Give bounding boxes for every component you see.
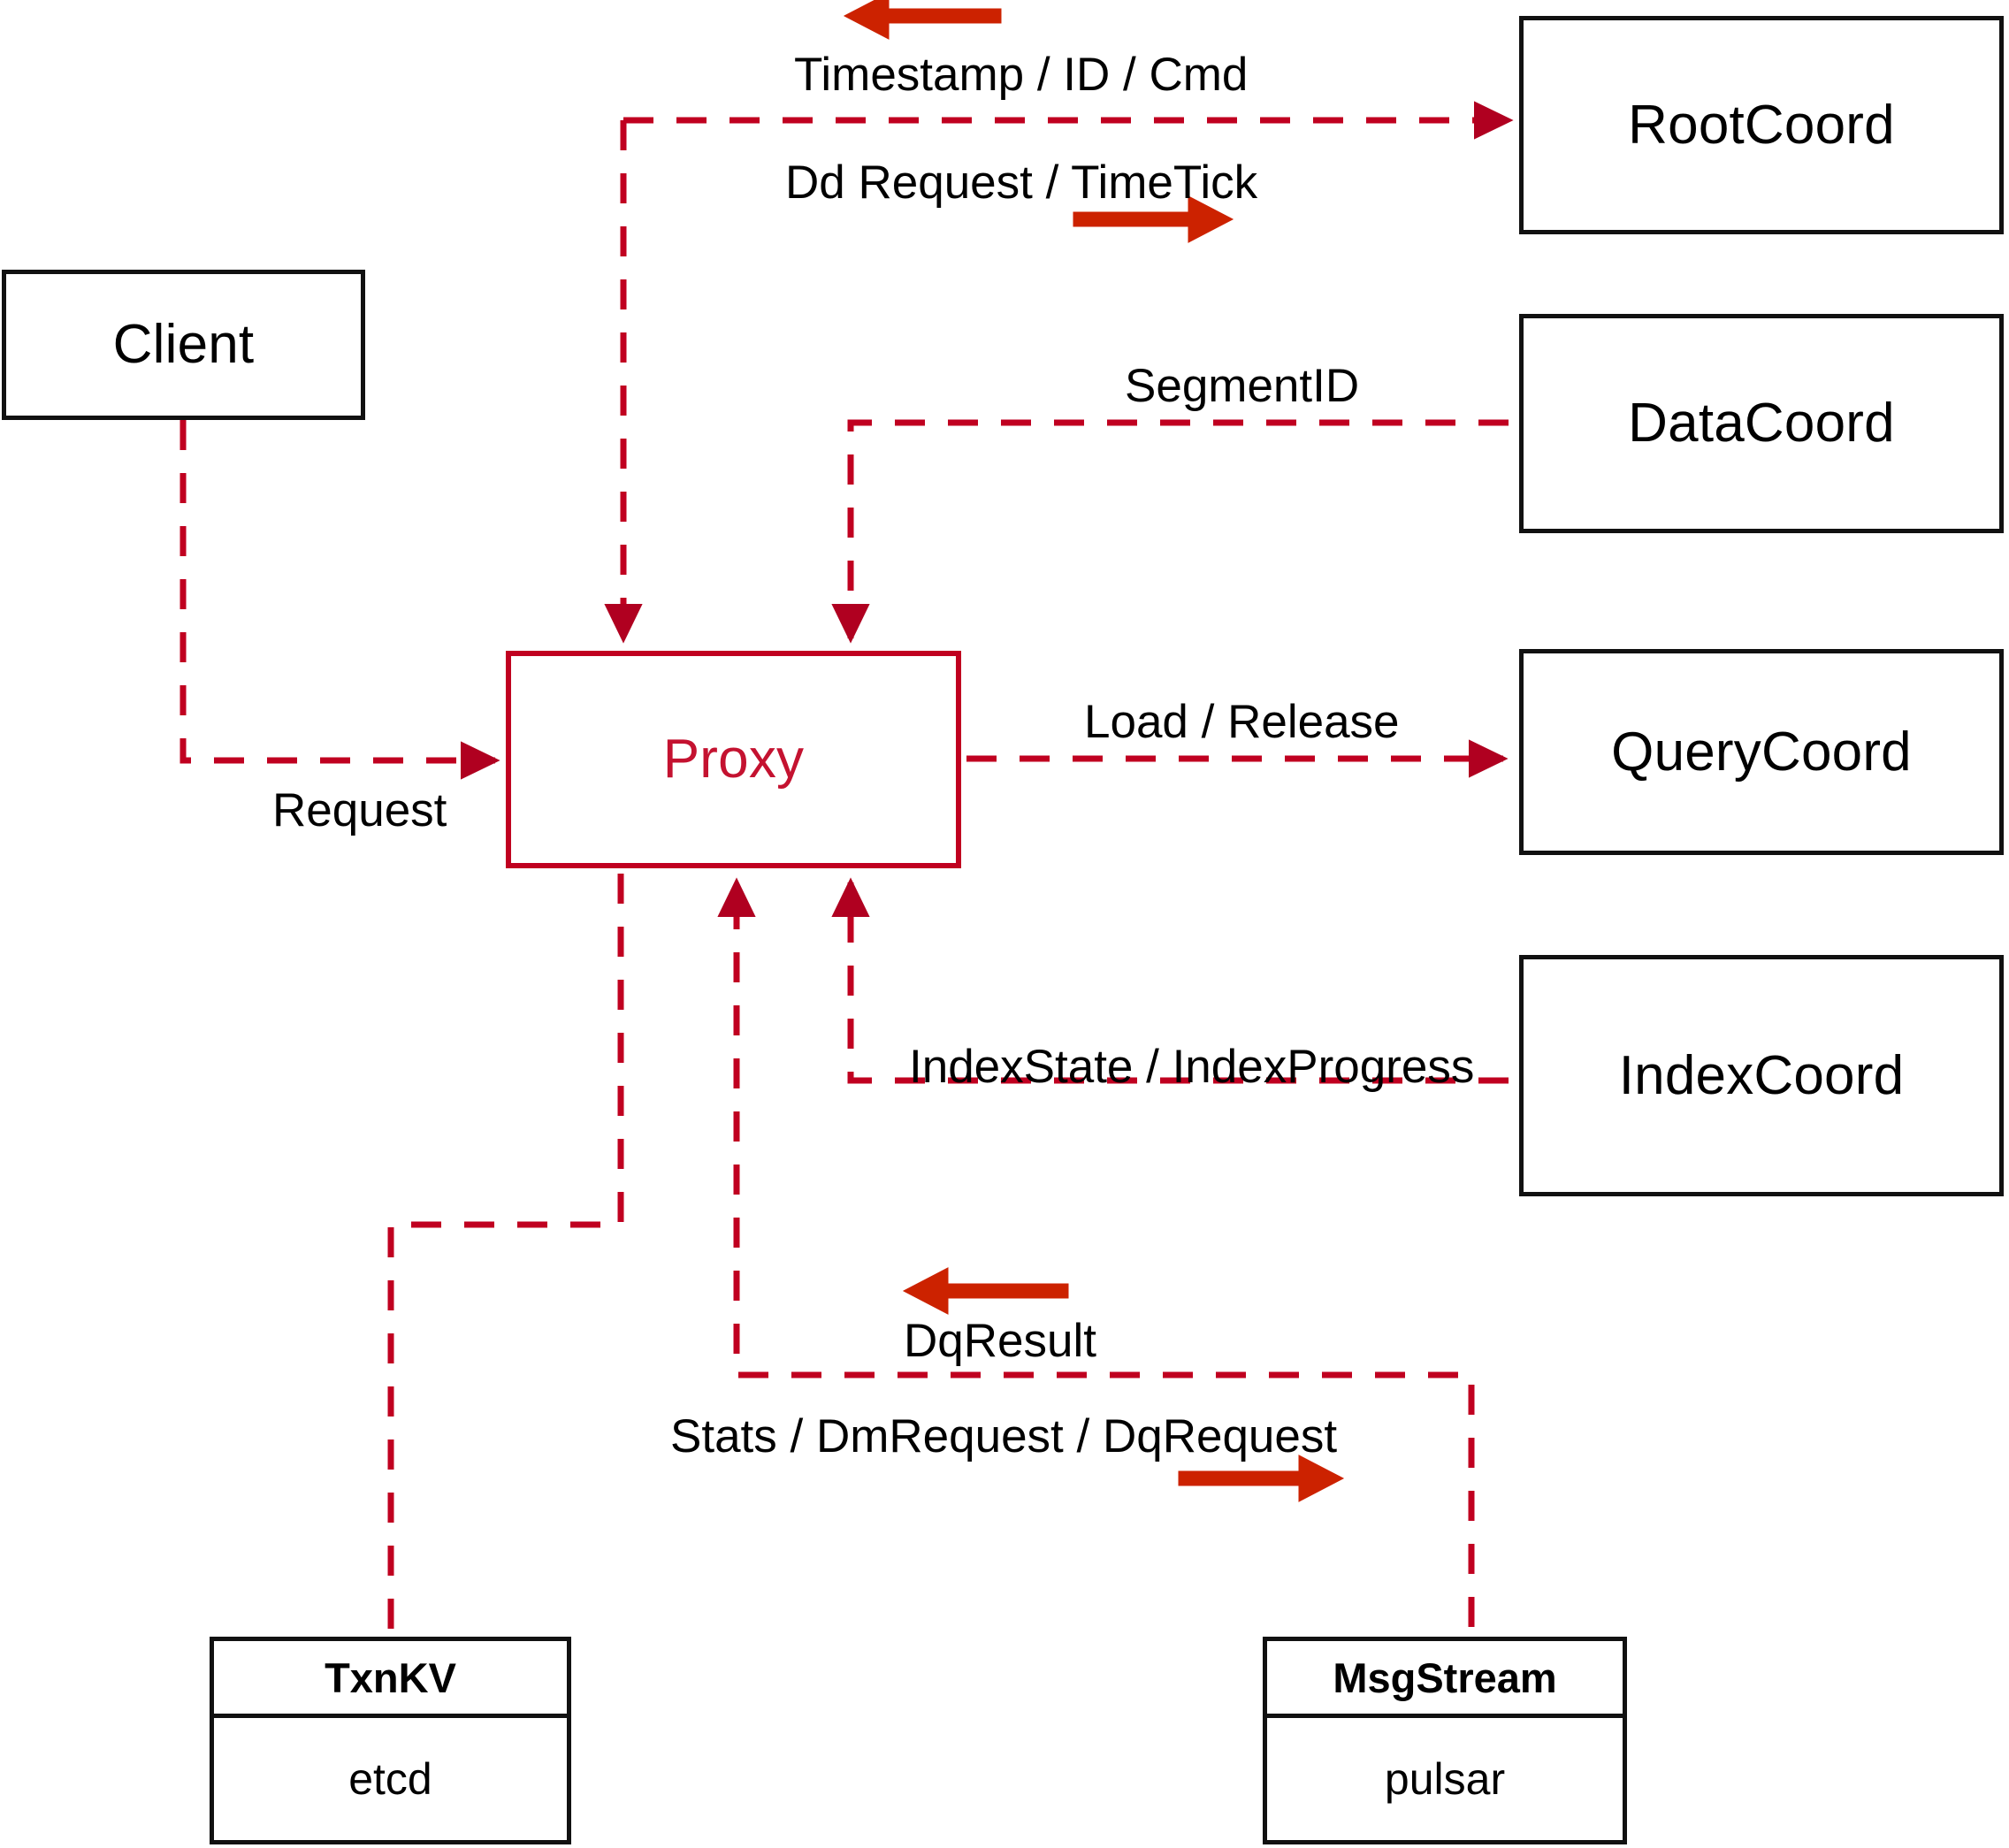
arrow-right-ddrequest bbox=[1073, 195, 1234, 243]
node-txnkv-body: etcd bbox=[348, 1754, 432, 1804]
node-client[interactable]: Client bbox=[2, 270, 365, 420]
node-proxy[interactable]: Proxy bbox=[506, 651, 961, 868]
arrow-right-dqrequest bbox=[1178, 1455, 1345, 1502]
edge-label-segmentid: SegmentID bbox=[1125, 360, 1360, 412]
node-client-label: Client bbox=[112, 314, 255, 375]
node-indexcoord[interactable]: IndexCoord bbox=[1519, 955, 2004, 1196]
arrow-left-timestamp bbox=[843, 0, 1002, 40]
node-querycoord-label: QueryCoord bbox=[1611, 721, 1912, 783]
node-datacoord[interactable]: DataCoord bbox=[1519, 314, 2004, 533]
edge-label-indexstate: IndexState / IndexProgress bbox=[909, 1041, 1475, 1093]
edge-datacoord-segmentid bbox=[831, 419, 1509, 644]
node-txnkv-header: TxnKV bbox=[214, 1641, 567, 1718]
edge-label-dqresult: DqResult bbox=[904, 1315, 1096, 1367]
node-msgstream-header: MsgStream bbox=[1267, 1641, 1623, 1718]
node-txnkv[interactable]: TxnKV etcd bbox=[210, 1637, 571, 1844]
edge-label-ddrequest: Dd Request / TimeTick bbox=[785, 157, 1258, 209]
edge-label-request: Request bbox=[272, 784, 447, 836]
edge-label-dmrequest: Stats / DmRequest / DqRequest bbox=[670, 1410, 1338, 1462]
edge-msgstream-exchange bbox=[717, 877, 1475, 1627]
node-msgstream-body: pulsar bbox=[1384, 1754, 1506, 1804]
edge-proxy-txnkv bbox=[387, 874, 624, 1631]
node-msgstream[interactable]: MsgStream pulsar bbox=[1263, 1637, 1627, 1844]
node-indexcoord-label: IndexCoord bbox=[1618, 1044, 1905, 1106]
edge-indexcoord-to-proxy bbox=[831, 877, 1509, 1084]
node-querycoord[interactable]: QueryCoord bbox=[1519, 649, 2004, 855]
node-proxy-label: Proxy bbox=[662, 729, 805, 790]
arrow-left-dqresult bbox=[902, 1267, 1069, 1315]
edge-client-request bbox=[180, 420, 500, 780]
node-rootcoord[interactable]: RootCoord bbox=[1519, 16, 2004, 234]
node-rootcoord-label: RootCoord bbox=[1628, 94, 1895, 156]
node-datacoord-label: DataCoord bbox=[1628, 393, 1895, 454]
edge-label-load-release: Load / Release bbox=[1084, 696, 1400, 748]
edge-label-timestamp: Timestamp / ID / Cmd bbox=[794, 49, 1249, 101]
